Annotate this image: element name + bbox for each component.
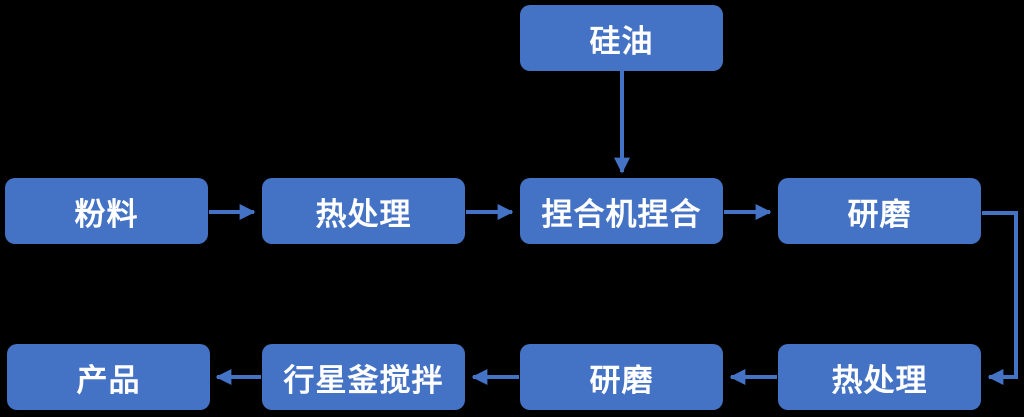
node-heat-treatment-2-label: 热处理 xyxy=(831,362,928,399)
node-planetary-kettle-stirring-label: 行星釜搅拌 xyxy=(283,362,444,399)
node-product: 产品 xyxy=(7,344,210,410)
arrow-grinding-1-to-heat-treatment-2 xyxy=(982,211,1018,385)
node-grinding-1: 研磨 xyxy=(778,178,981,244)
node-grinding-1-label: 研磨 xyxy=(847,196,912,233)
node-kneader-kneading: 捏合机捏合 xyxy=(520,178,723,244)
node-heat-treatment-1-label: 热处理 xyxy=(315,196,412,233)
node-product-label: 产品 xyxy=(76,362,141,399)
node-grinding-2: 研磨 xyxy=(520,344,723,410)
node-grinding-2-label: 研磨 xyxy=(589,362,654,399)
node-silicone-oil: 硅油 xyxy=(520,5,723,71)
node-planetary-kettle-stirring: 行星釜搅拌 xyxy=(262,344,465,410)
node-silicone-oil-label: 硅油 xyxy=(589,23,654,60)
node-powder: 粉料 xyxy=(5,178,208,244)
node-heat-treatment-1: 热处理 xyxy=(262,178,465,244)
node-heat-treatment-2: 热处理 xyxy=(778,344,981,410)
node-kneader-kneading-label: 捏合机捏合 xyxy=(541,196,702,233)
node-powder-label: 粉料 xyxy=(74,196,139,233)
